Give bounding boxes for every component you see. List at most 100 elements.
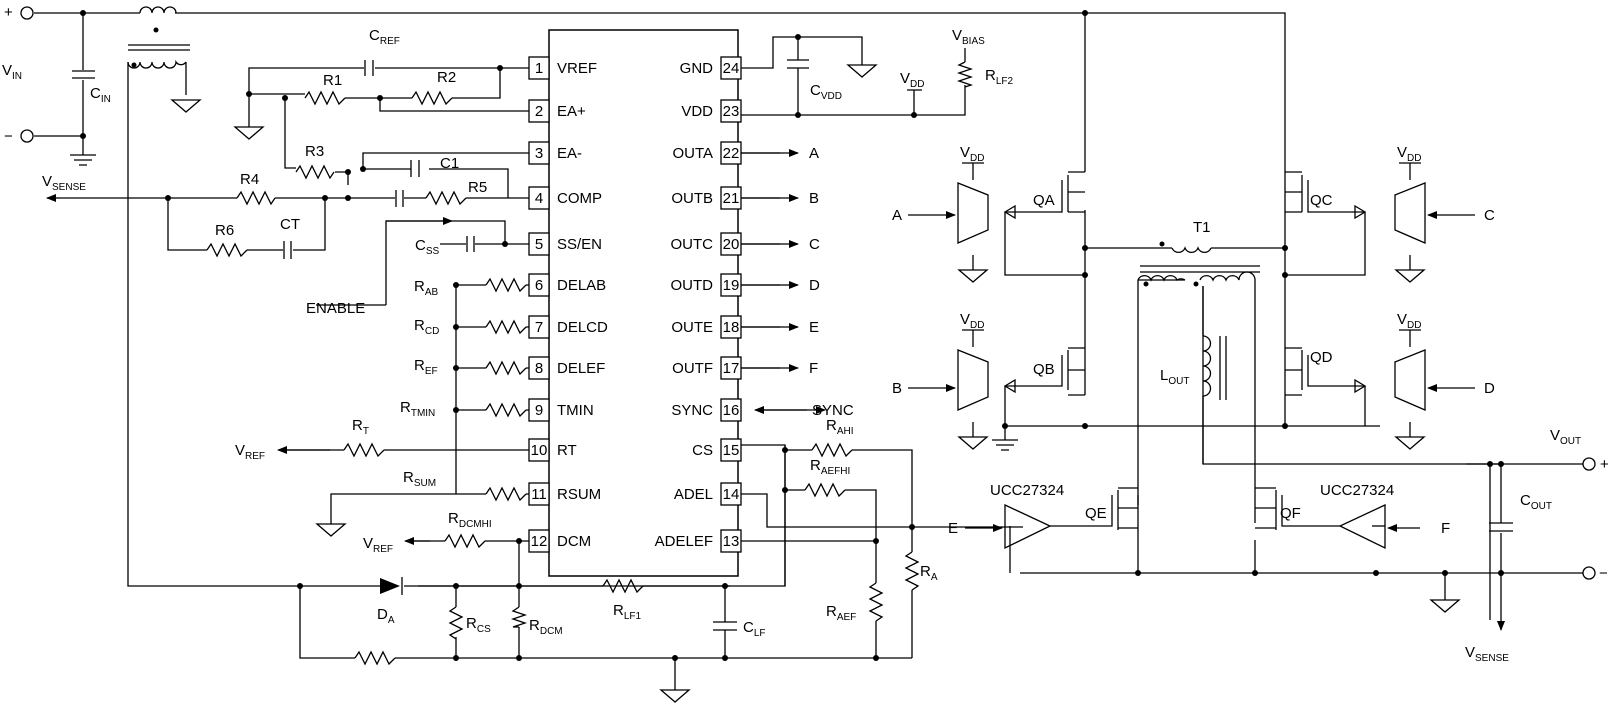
terminals [20,6,1596,580]
ref-sub: EF [425,366,438,377]
arrows [46,149,1505,631]
vsense2-label: V [1465,644,1475,661]
cref-label: C [369,27,380,44]
rlf1-label: R [613,602,624,619]
rsum-label: R [403,469,414,486]
vdd-a-sub: DD [970,153,984,164]
vbias-label: V [952,27,962,44]
svg-text:COUT: COUT [1520,492,1552,512]
cout-label: C [1520,492,1531,509]
pin-number: 2 [535,103,543,120]
vin-sub: IN [12,71,22,82]
cin-sub: IN [101,94,111,105]
resistors [206,61,974,666]
svg-text:RDCMHI: RDCMHI [448,510,492,530]
pin-number: 24 [723,60,740,77]
qb-label: QB [1033,361,1055,378]
svg-text:RCS: RCS [466,615,491,635]
pin-box [528,482,550,506]
output-inductor [1202,335,1227,400]
da-sub: A [388,615,395,626]
qd-label: QD [1310,349,1333,366]
vref1-sub: REF [245,451,265,462]
pin-box [720,482,742,506]
pin-number: 19 [723,277,740,294]
rt-label: R [352,417,363,434]
pin-number: 15 [723,442,740,459]
svg-text:RCD: RCD [414,317,439,337]
pin-box [720,529,742,553]
out-f-label: F [809,360,818,377]
svg-text:RA: RA [920,563,938,583]
svg-text:VDD: VDD [960,311,984,331]
out-e-label: E [809,319,819,336]
pin-box [528,273,550,297]
out-a-label: A [809,145,819,162]
pin-name: ADEL [674,486,713,503]
pin-number: 4 [535,190,543,207]
pin-number: 1 [535,60,543,77]
vin-label: V [2,62,12,79]
svg-text:RAEFHI: RAEFHI [810,457,850,477]
qc-label: QC [1310,192,1333,209]
junctions [80,10,1504,661]
cvdd-sub: VDD [821,91,842,102]
out-b-label: B [809,190,819,207]
vbias-sub: BIAS [962,36,985,47]
vdd-c-label: V [1397,144,1407,161]
clf-sub: LF [754,628,766,639]
vdd-sub: DD [910,79,924,90]
svg-text:CLF: CLF [743,619,766,639]
pin-number: 13 [723,533,740,550]
rahi-label: R [826,417,837,434]
vdd-a-label: V [960,144,970,161]
vdd-label: V [900,70,910,87]
diode-da [380,577,403,595]
svg-text:VDD: VDD [1397,144,1421,164]
driver-e-label: UCC27324 [990,482,1064,499]
pin-name: OUTC [671,236,714,253]
vsense-label: V [42,173,52,190]
rsum-sub: SUM [414,478,436,489]
rab-sub: AB [425,287,439,298]
pin-number: 18 [723,319,740,336]
raefhi-label: R [810,457,821,474]
rdcm-sub: DCM [540,626,563,637]
pin-name: DELEF [557,360,605,377]
out-d-label: D [809,277,820,294]
pin-name: OUTE [671,319,713,336]
qf-label: QF [1280,505,1301,522]
pin-box [720,438,742,462]
rlf2-label: R [985,67,996,84]
pin-number: 10 [531,442,548,459]
vout-plus-terminal: + [1600,456,1609,473]
ra-label: R [920,563,931,580]
rt-sub: T [363,426,369,437]
svg-text:REF: REF [414,357,438,377]
rcd-label: R [414,317,425,334]
svg-text:RAHI: RAHI [826,417,854,437]
pin-name: OUTB [671,190,713,207]
pin-name: OUTF [672,360,713,377]
in-a-label: A [892,207,902,224]
svg-text:RDCM: RDCM [529,617,563,637]
svg-text:RLF1: RLF1 [613,602,642,622]
lout-sub: OUT [1168,376,1189,387]
pin-name: ADELEF [655,533,713,550]
pin-number: 11 [531,486,547,503]
svg-text:RAEF: RAEF [826,603,856,623]
cin-label: C [90,85,101,102]
pin-number: 9 [535,402,543,419]
mosfets [1005,171,1365,530]
svg-text:RSUM: RSUM [403,469,436,489]
svg-text:RAB: RAB [414,278,439,298]
pin-number: 20 [723,236,740,253]
pin-box [720,398,742,422]
vdd-b-label: V [960,311,970,328]
vout-minus-terminal: − [1599,565,1608,582]
vsense2-sub: SENSE [1475,653,1509,664]
vdd-d-label: V [1397,311,1407,328]
pin-box [528,141,550,165]
